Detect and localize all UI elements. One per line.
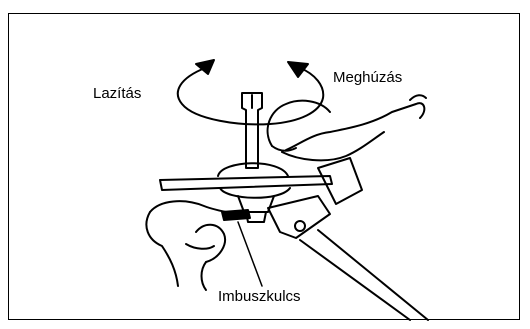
loosen-label: Lazítás bbox=[93, 86, 141, 101]
shaft bbox=[242, 93, 262, 168]
allen-key-label: Imbuszkulcs bbox=[218, 289, 301, 304]
allen-key-icon bbox=[222, 210, 250, 220]
tighten-label: Meghúzás bbox=[333, 70, 402, 85]
allen-key-leader-line bbox=[238, 222, 262, 286]
right-hand bbox=[268, 95, 426, 160]
